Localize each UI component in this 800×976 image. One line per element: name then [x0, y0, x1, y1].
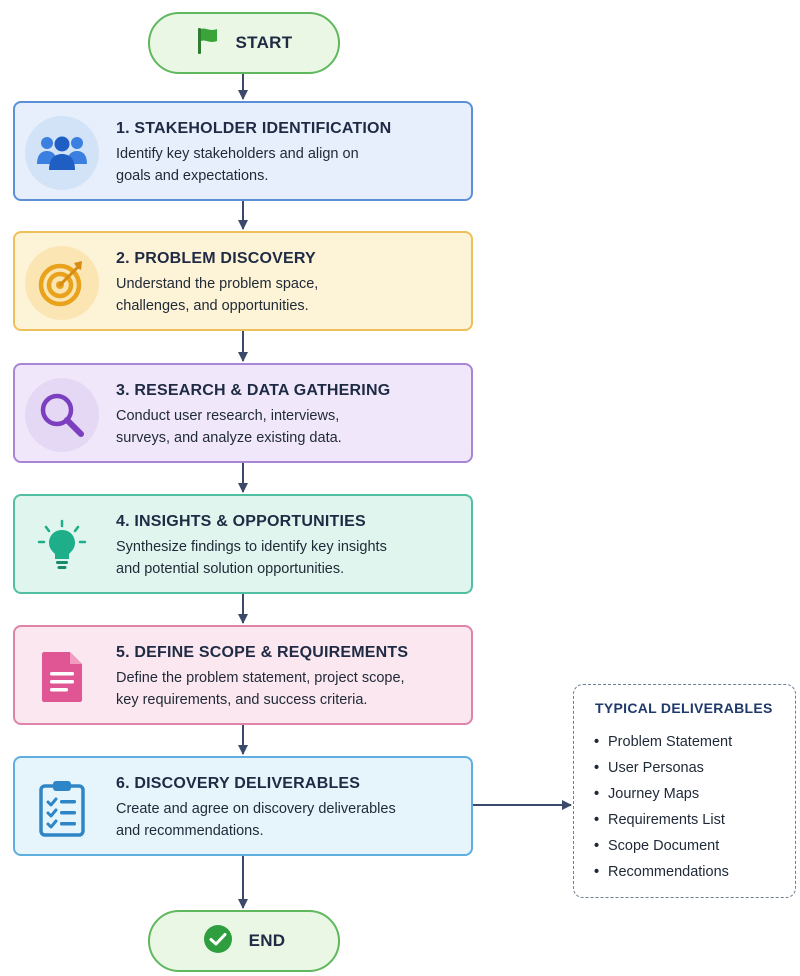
step-description: Create and agree on discovery deliverabl…: [116, 798, 457, 842]
typical-deliverables-box: TYPICAL DELIVERABLES •Problem Statement …: [573, 684, 796, 898]
step-stakeholder-identification: 1. STAKEHOLDER IDENTIFICATION Identify k…: [13, 101, 473, 201]
step-description-line: Define the problem statement, project sc…: [116, 670, 405, 686]
deliverables-list: •Problem Statement •User Personas •Journ…: [594, 732, 732, 888]
step-description-line: surveys, and analyze existing data.: [116, 430, 342, 446]
deliverable-label: Scope Document: [608, 838, 720, 854]
check-circle-icon: [203, 924, 233, 959]
step-title: 1. STAKEHOLDER IDENTIFICATION: [116, 120, 392, 137]
lightbulb-icon: [25, 509, 99, 583]
start-label: START: [235, 33, 293, 52]
deliverable-label: Problem Statement: [608, 734, 733, 750]
step-insights-opportunities: 4. INSIGHTS & OPPORTUNITIES Synthesize f…: [13, 494, 473, 594]
flag-icon: [196, 26, 220, 61]
step-title: 5. DEFINE SCOPE & REQUIREMENTS: [116, 644, 409, 661]
deliverable-label: Requirements List: [608, 812, 725, 828]
step-description-line: Identify key stakeholders and align on: [116, 146, 359, 162]
step-problem-discovery: 2. PROBLEM DISCOVERY Understand the prob…: [13, 231, 473, 331]
document-icon: [25, 640, 99, 714]
list-item: •Journey Maps: [594, 784, 732, 810]
step-title: 3. RESEARCH & DATA GATHERING: [116, 382, 391, 399]
list-item: •Recommendations: [594, 862, 732, 888]
step-title: 2. PROBLEM DISCOVERY: [116, 250, 316, 267]
deliverables-title: TYPICAL DELIVERABLES: [595, 700, 773, 716]
target-icon: [25, 246, 99, 320]
end-label: END: [248, 931, 286, 950]
step-description: Synthesize findings to identify key insi…: [116, 536, 457, 580]
deliverable-label: Recommendations: [608, 864, 729, 880]
list-item: •User Personas: [594, 758, 732, 784]
step-description-line: Conduct user research, interviews,: [116, 408, 340, 424]
step-description-line: goals and expectations.: [116, 168, 269, 184]
deliverable-label: Journey Maps: [608, 786, 700, 802]
start-node: START: [148, 12, 340, 74]
step-description-line: and potential solution opportunities.: [116, 561, 345, 577]
step-description-line: Create and agree on discovery deliverabl…: [116, 801, 396, 817]
step-description-line: Synthesize findings to identify key insi…: [116, 539, 387, 555]
end-node: END: [148, 910, 340, 972]
magnifier-icon: [25, 378, 99, 452]
step-description: Conduct user research, interviews, surve…: [116, 405, 457, 449]
step-discovery-deliverables: 6. DISCOVERY DELIVERABLES Create and agr…: [13, 756, 473, 856]
step-title: 6. DISCOVERY DELIVERABLES: [116, 775, 361, 792]
clipboard-checklist-icon: [25, 771, 99, 845]
step-description-line: challenges, and opportunities.: [116, 298, 309, 314]
step-research-data-gathering: 3. RESEARCH & DATA GATHERING Conduct use…: [13, 363, 473, 463]
step-description-line: key requirements, and success criteria.: [116, 692, 368, 708]
step-title: 4. INSIGHTS & OPPORTUNITIES: [116, 513, 366, 530]
step-description-line: and recommendations.: [116, 823, 264, 839]
step-define-scope-requirements: 5. DEFINE SCOPE & REQUIREMENTS Define th…: [13, 625, 473, 725]
list-item: •Scope Document: [594, 836, 732, 862]
step-description: Define the problem statement, project sc…: [116, 667, 457, 711]
list-item: •Requirements List: [594, 810, 732, 836]
step-description: Understand the problem space, challenges…: [116, 273, 457, 317]
team-icon: [25, 116, 99, 190]
step-description-line: Understand the problem space,: [116, 276, 319, 292]
list-item: •Problem Statement: [594, 732, 732, 758]
deliverable-label: User Personas: [608, 760, 704, 776]
step-description: Identify key stakeholders and align on g…: [116, 143, 457, 187]
